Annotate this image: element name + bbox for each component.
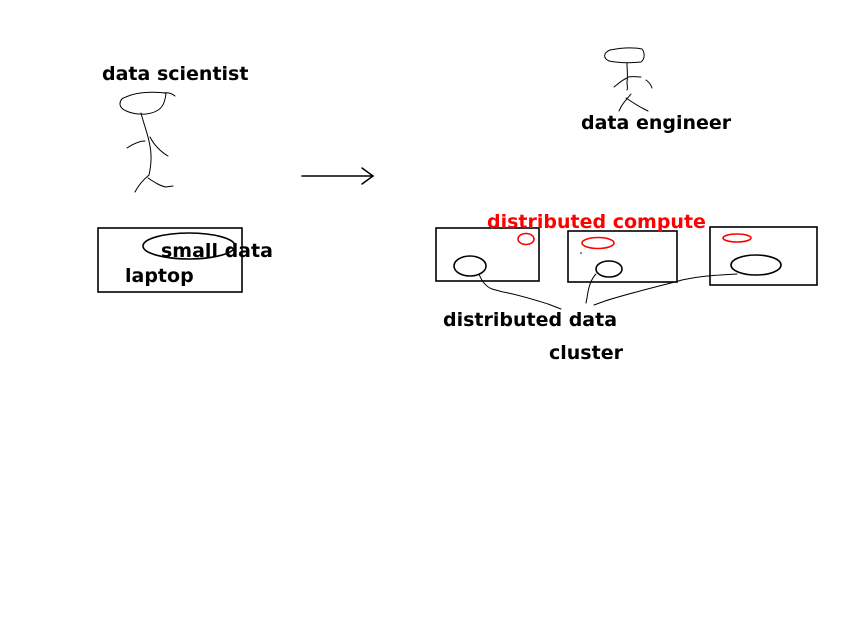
- data-scientist-head: [119, 91, 176, 115]
- data-scientist-leg-right: [147, 177, 174, 188]
- data-scientist-figure: [119, 91, 176, 193]
- data-scientist-body: [140, 112, 152, 176]
- transition-arrow: [301, 167, 375, 185]
- cluster-node-2: [567, 230, 678, 283]
- connector-node-2: [585, 273, 597, 304]
- label-data-engineer: data engineer: [581, 112, 732, 134]
- data-partition-1: [453, 255, 487, 277]
- data-partition-3: [730, 254, 782, 276]
- compute-unit-3: [722, 233, 752, 243]
- data-partition-2: [595, 260, 623, 278]
- cluster-node-1: [435, 227, 540, 282]
- label-distributed-data: distributed data: [443, 309, 618, 331]
- small-data-ellipse: [142, 232, 236, 260]
- label-small-data: small data: [161, 240, 273, 262]
- connector-node-1: [478, 273, 562, 310]
- compute-unit-1: [517, 232, 535, 246]
- label-data-scientist: data scientist: [102, 63, 249, 85]
- distributed-data-connectors: [478, 273, 738, 310]
- compute-unit-2: [581, 236, 615, 250]
- data-engineer-leg-right: [625, 97, 649, 112]
- label-distributed-compute: distributed compute: [487, 211, 706, 233]
- stray-dot: [580, 252, 582, 254]
- data-scientist-arm-right: [149, 136, 169, 157]
- label-cluster: cluster: [549, 342, 623, 364]
- arrow-head: [361, 167, 375, 185]
- data-engineer-figure: [604, 47, 653, 112]
- data-engineer-hand-right: [645, 79, 653, 89]
- cluster-node-3: [709, 226, 818, 286]
- laptop-box: [97, 227, 243, 293]
- data-scientist-arm-left: [126, 140, 146, 149]
- label-laptop: laptop: [125, 265, 194, 287]
- data-engineer-leg-left: [618, 93, 632, 112]
- data-engineer-head: [604, 47, 645, 64]
- connector-node-3: [593, 273, 738, 306]
- data-scientist-leg-left: [134, 174, 150, 193]
- data-engineer-arm-left: [613, 77, 628, 88]
